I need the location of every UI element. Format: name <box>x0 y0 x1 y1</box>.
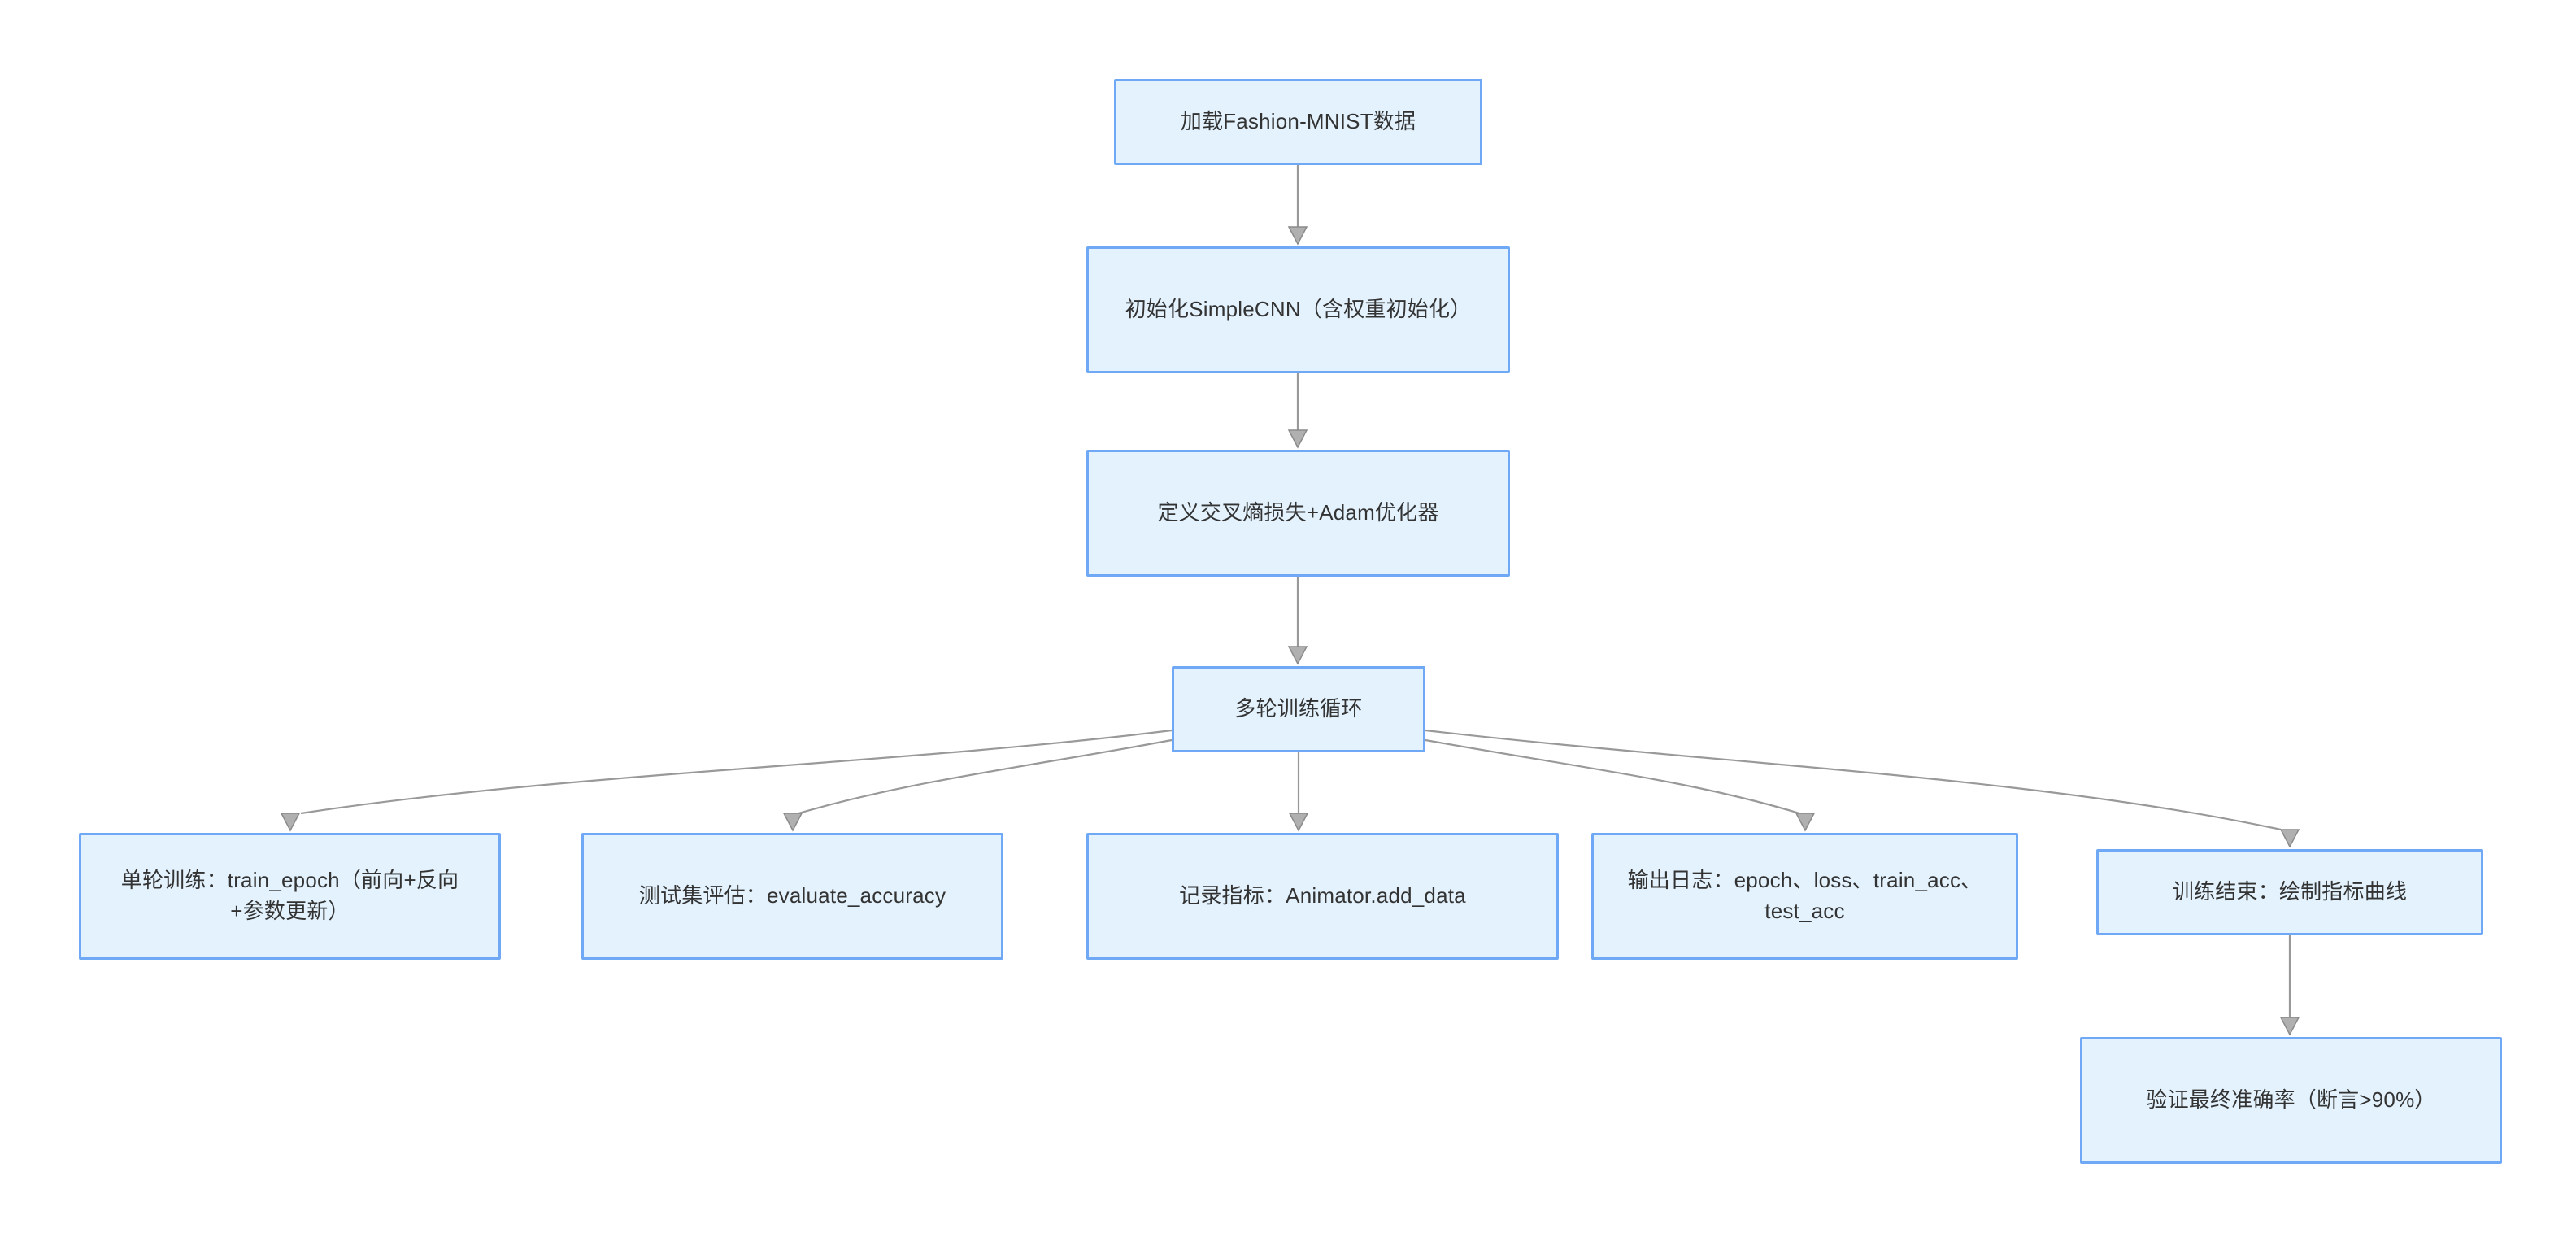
arrowhead-plot-to-verify <box>2279 1017 2300 1036</box>
node-loop-label: 多轮训练循环 <box>1234 696 1363 721</box>
edge-loop-to-plot <box>1425 729 2282 831</box>
node-trainep-label: 单轮训练：train_epoch（前向+反向 +参数更新） <box>120 868 459 923</box>
node-load[interactable]: 加载Fashion-MNIST数据 <box>1114 79 1482 165</box>
node-plot[interactable]: 训练结束：绘制指标曲线 <box>2096 849 2483 935</box>
node-init-label: 初始化SimpleCNN（含权重初始化） <box>1125 297 1472 322</box>
node-loop[interactable]: 多轮训练循环 <box>1172 666 1425 752</box>
node-lossopt[interactable]: 定义交叉熵损失+Adam优化器 <box>1086 450 1510 577</box>
node-record[interactable]: 记录指标：Animator.add_data <box>1086 833 1559 960</box>
arrowhead-load-to-init <box>1287 226 1308 246</box>
node-evalacc[interactable]: 测试集评估：evaluate_accuracy <box>581 833 1003 960</box>
arrowhead-loop-to-evalacc <box>782 813 803 832</box>
arrowhead-init-to-lossopt <box>1287 429 1308 449</box>
arrowhead-lossopt-to-loop <box>1287 646 1308 665</box>
node-trainep[interactable]: 单轮训练：train_epoch（前向+反向 +参数更新） <box>79 833 501 960</box>
node-plot-label: 训练结束：绘制指标曲线 <box>2172 879 2408 904</box>
node-record-label: 记录指标：Animator.add_data <box>1179 883 1466 908</box>
arrowhead-loop-to-record <box>1288 813 1309 832</box>
arrowhead-loop-to-plot <box>2279 829 2300 848</box>
node-logout-label: 输出日志：epoch、loss、train_acc、 test_acc <box>1627 868 1982 923</box>
node-load-label: 加载Fashion-MNIST数据 <box>1180 109 1416 134</box>
node-verify-label: 验证最终准确率（断言>90%） <box>2146 1087 2436 1113</box>
node-logout[interactable]: 输出日志：epoch、loss、train_acc、 test_acc <box>1591 833 2018 960</box>
node-verify[interactable]: 验证最终准确率（断言>90%） <box>2080 1037 2502 1164</box>
edge-loop-to-evalacc <box>798 738 1173 815</box>
node-evalacc-label: 测试集评估：evaluate_accuracy <box>638 883 946 908</box>
edge-loop-to-trainep <box>300 729 1173 815</box>
node-lossopt-label: 定义交叉熵损失+Adam优化器 <box>1157 500 1439 525</box>
arrowhead-loop-to-logout <box>1795 813 1816 832</box>
node-init[interactable]: 初始化SimpleCNN（含权重初始化） <box>1086 246 1510 373</box>
arrowhead-loop-to-trainep <box>280 813 301 832</box>
edge-loop-to-logout <box>1425 738 1800 815</box>
